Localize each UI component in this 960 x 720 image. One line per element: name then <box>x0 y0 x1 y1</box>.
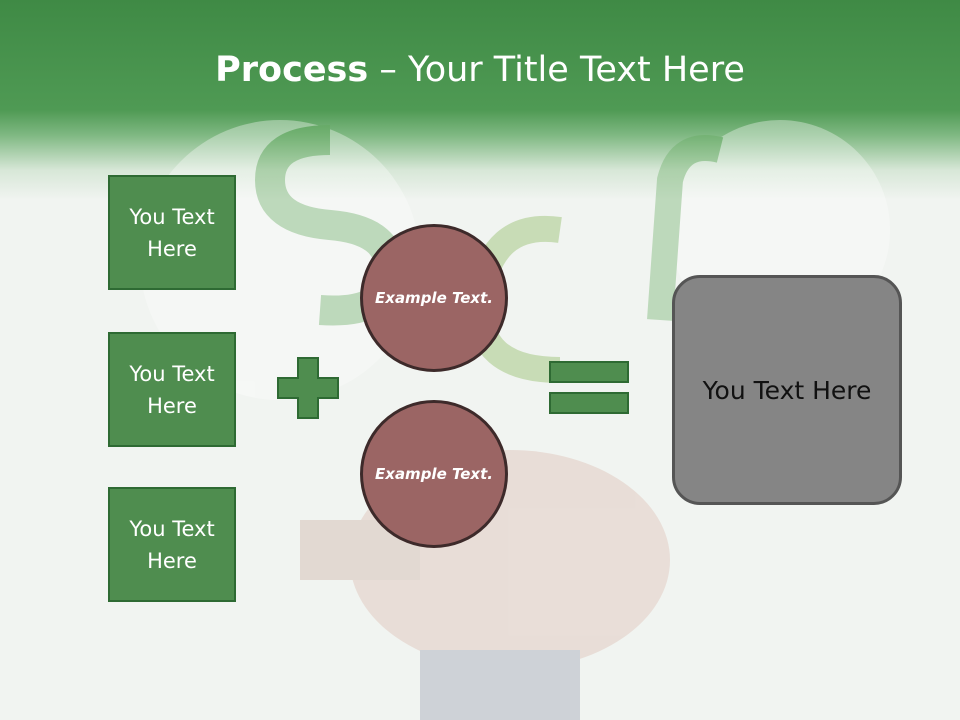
example-circle-2[interactable]: Example Text. <box>360 400 508 548</box>
text-box-3[interactable]: You Text Here <box>108 487 236 602</box>
title-bold: Process <box>215 50 369 90</box>
example-circle-2-label: Example Text. <box>375 464 493 483</box>
result-box-label: You Text Here <box>702 375 872 405</box>
title-rest: – Your Title Text Here <box>368 50 745 90</box>
header-band <box>0 0 960 200</box>
page-title: Process – Your Title Text Here <box>0 50 960 90</box>
text-box-1[interactable]: You Text Here <box>108 175 236 290</box>
text-box-2[interactable]: You Text Here <box>108 332 236 447</box>
equals-icon <box>549 361 629 414</box>
text-box-2-label: You Text Here <box>129 361 215 418</box>
text-box-3-label: You Text Here <box>129 516 215 573</box>
example-circle-1-label: Example Text. <box>375 288 493 307</box>
example-circle-1[interactable]: Example Text. <box>360 224 508 372</box>
result-box[interactable]: You Text Here <box>672 275 902 505</box>
plus-icon <box>277 357 339 419</box>
text-box-1-label: You Text Here <box>129 204 215 261</box>
